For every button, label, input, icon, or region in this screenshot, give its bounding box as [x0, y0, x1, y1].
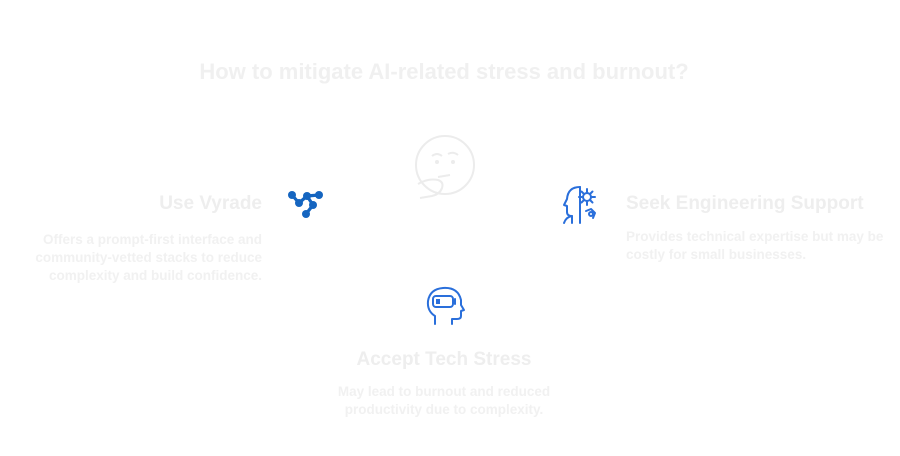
option-title-seek-engineering-support: Seek Engineering Support: [626, 193, 864, 214]
head-gear-icon: [560, 183, 602, 225]
head-low-battery-icon: [424, 285, 466, 327]
option-title-use-vyrade: Use Vyrade: [159, 193, 262, 214]
diagram-title: How to mitigate AI-related stress and bu…: [199, 59, 689, 84]
option-description-use-vyrade: Offers a prompt-first interface and comm…: [35, 232, 262, 283]
vyrade-logo-icon: [286, 186, 326, 222]
option-description-accept-tech-stress: May lead to burnout and reduced producti…: [337, 384, 551, 417]
option-title-accept-tech-stress: Accept Tech Stress: [356, 349, 532, 370]
option-description-seek-engineering-support: Provides technical expertise but may be …: [626, 229, 884, 262]
thinking-face-icon: [410, 132, 480, 204]
